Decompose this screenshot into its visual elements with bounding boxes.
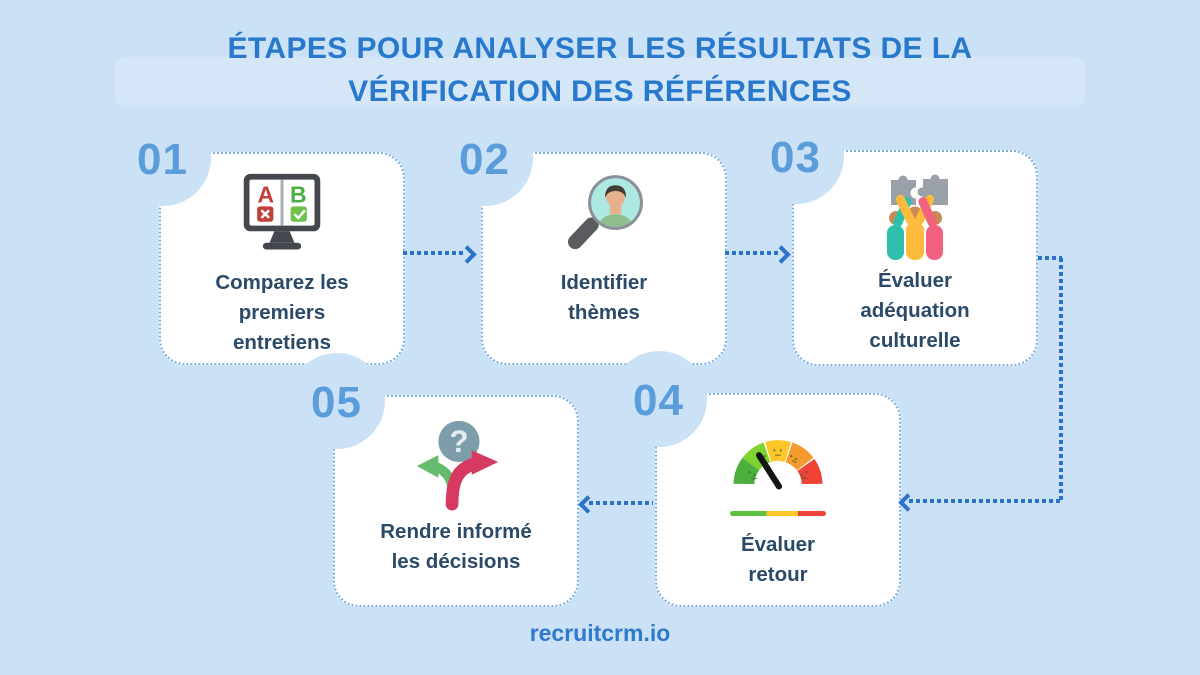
team-puzzle-icon [865,166,965,262]
decision-arrows-icon: ? [407,413,505,513]
arrowhead-right-icon [458,245,477,264]
connector-step2-step3 [725,245,791,264]
dotted-line [725,251,780,255]
step-label-05: Rendre informé les décisions [380,520,532,573]
step-card-05: 05 ? Rendre informé les décisions [289,353,579,607]
step-label-01: Comparez les premiers entretiens [215,271,349,354]
connector-step3-step4 [898,493,1061,512]
step-number-04: 04 [633,376,684,425]
magnifier-person-icon [555,168,653,264]
rating-scale-bar [730,511,826,516]
arrowhead-right-icon [772,245,791,264]
step-card-04: 04 [611,351,901,607]
step-number-03: 03 [770,133,821,182]
dotted-line [589,501,653,505]
step-label-02: Identifier thèmes [560,271,648,324]
page-title-line1: ÉTAPES POUR ANALYSER LES RÉSULTATS DE LA [227,32,973,65]
arrowhead-left-icon [578,495,597,514]
connector-step4-step5 [578,495,653,514]
connector-step3-step4-vertical [1059,258,1063,500]
step-card-03: 03 [748,108,1038,366]
title-highlight-band [115,57,1085,105]
step-label-03: Évaluer adéquation culturelle [860,269,970,352]
step-number-02: 02 [459,135,510,184]
page-title: ÉTAPES POUR ANALYSER LES RÉSULTATS DE LA… [0,27,1200,113]
connector-step1-step2 [403,245,477,264]
feedback-gauge-icon [726,419,830,499]
page-title-line2: VÉRIFICATION DES RÉFÉRENCES [348,75,852,108]
step-label-04: Évaluer retour [740,533,816,586]
dotted-line [403,251,466,255]
arrowhead-left-icon [898,493,917,512]
step-number-05: 05 [311,378,362,427]
svg-text:A: A [257,182,274,208]
step-card-02: 02 Identifier [437,110,727,365]
ab-comparison-monitor-icon: A B [234,168,330,264]
step-card-01: 01 A B Comparez les p [115,110,405,365]
brand-footer: recruitcrm.io [529,620,671,646]
svg-text:B: B [290,182,307,208]
connector-step3-exit [1038,256,1062,260]
step-number-01: 01 [137,135,188,184]
dotted-line [909,499,1061,503]
svg-text:?: ? [449,424,468,459]
